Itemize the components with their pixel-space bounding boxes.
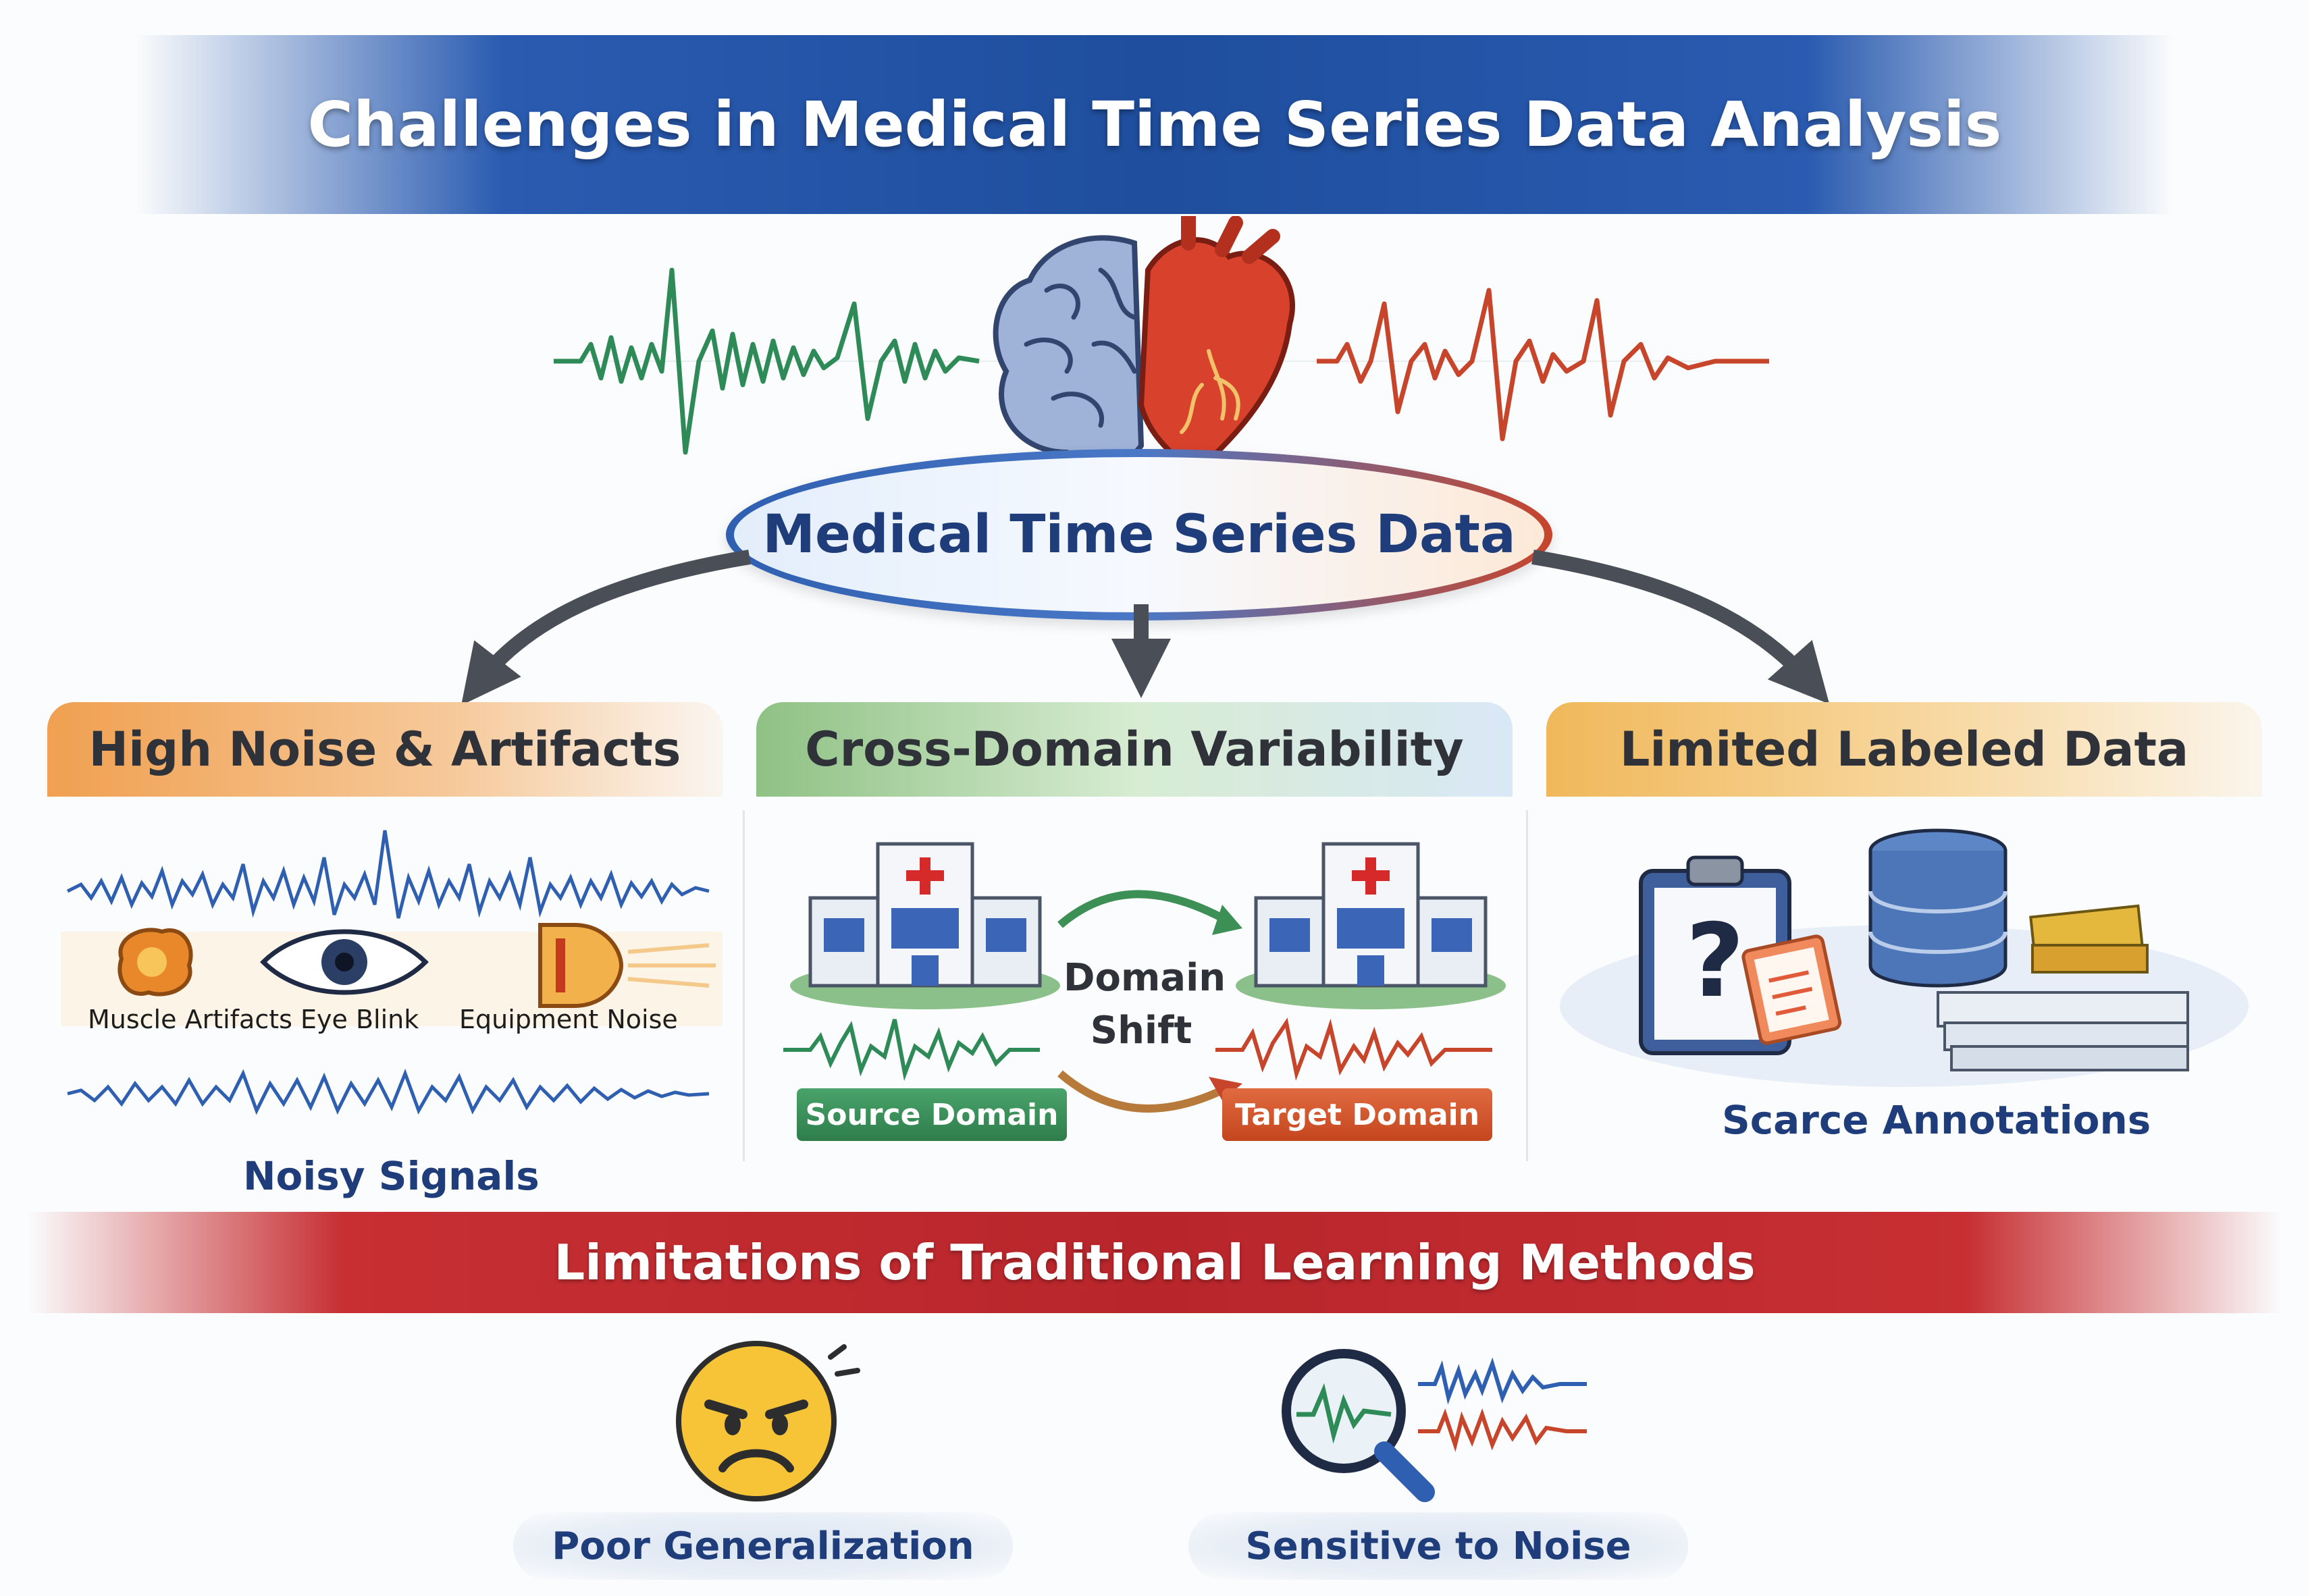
hub-ellipse: Medical Time Series Data: [726, 449, 1552, 620]
limitations-banner: Limitations of Traditional Learning Meth…: [27, 1212, 2282, 1313]
shift-arrow-top: [1057, 890, 1231, 928]
noisy-waveform-top: [66, 830, 710, 919]
source-domain-label: Source Domain: [805, 1097, 1059, 1132]
limitation-pill-noise: Sensitive to Noise: [1188, 1512, 1688, 1580]
eeg-waveform: [554, 267, 980, 455]
category-title-noise: High Noise & Artifacts: [88, 722, 681, 777]
category-header-labels: Limited Labeled Data: [1546, 702, 2262, 797]
caption-scarce-annotations: Scarce Annotations: [1722, 1097, 2151, 1143]
label-equipment-noise: Equipment Noise: [459, 1005, 678, 1034]
muscle-artifact-icon: [117, 928, 193, 996]
target-waveform: [1215, 1017, 1492, 1081]
target-domain-label: Target Domain: [1234, 1097, 1480, 1132]
hospital-icon: [790, 842, 1060, 1009]
page-title: Challenges in Medical Time Series Data A…: [307, 88, 2002, 161]
domain-shift-line2: Shift: [1090, 1009, 1192, 1053]
noisy-waveform-bottom: [67, 1068, 710, 1115]
hub-label: Medical Time Series Data: [762, 504, 1516, 565]
ecg-waveform: [1317, 288, 1769, 442]
caption-noisy-signals: Noisy Signals: [243, 1153, 540, 1199]
document-stack-icon: [1937, 904, 2189, 1071]
eye-icon: [260, 929, 429, 995]
category-header-domain: Cross-Domain Variability: [756, 702, 1513, 797]
source-domain-tag: Source Domain: [797, 1088, 1067, 1141]
divider-right: [1526, 810, 1528, 1161]
frowning-face-icon: [676, 1341, 860, 1501]
equipment-noise-icon: [538, 923, 716, 1008]
category-title-domain: Cross-Domain Variability: [805, 722, 1464, 777]
limitation-label-noise: Sensitive to Noise: [1245, 1524, 1631, 1568]
limitation-label-generalization: Poor Generalization: [552, 1524, 974, 1568]
domain-panel: [783, 842, 1506, 1113]
limitation-pill-generalization: Poor Generalization: [513, 1512, 1013, 1580]
hub-arrows: [461, 550, 1830, 706]
category-header-noise: High Noise & Artifacts: [47, 702, 723, 797]
divider-left: [743, 810, 745, 1161]
brain-heart-illustration: [993, 216, 1295, 477]
database-icon: [1868, 828, 2007, 988]
arrow-right: [1531, 550, 1830, 704]
domain-shift-line1: Domain: [1064, 956, 1226, 1000]
labels-panel: ?: [1560, 828, 2249, 1087]
document-card-icon: [1741, 934, 1842, 1045]
title-banner: Challenges in Medical Time Series Data A…: [135, 35, 2174, 214]
source-waveform: [783, 1019, 1040, 1082]
domain-shift-label: Domain Shift: [1064, 952, 1226, 1057]
brain-icon: [993, 235, 1145, 468]
label-eye-blink: Eye Blink: [300, 1005, 419, 1034]
noise-panel: [61, 830, 723, 1115]
label-muscle-artifacts: Muscle Artifacts: [88, 1005, 292, 1034]
arrow-left: [461, 550, 751, 706]
hospital-icon: [1236, 842, 1506, 1009]
magnifier-signal-icon: [1282, 1349, 1587, 1502]
category-title-labels: Limited Labeled Data: [1619, 722, 2189, 777]
frowning-face-group: [676, 1341, 860, 1501]
shift-arrow-bottom: [1057, 1070, 1231, 1113]
svg-text:?: ?: [1685, 903, 1744, 1020]
sensitive-noise-group: [1282, 1349, 1587, 1502]
limitations-title: Limitations of Traditional Learning Meth…: [554, 1234, 1756, 1291]
target-domain-tag: Target Domain: [1222, 1088, 1492, 1141]
